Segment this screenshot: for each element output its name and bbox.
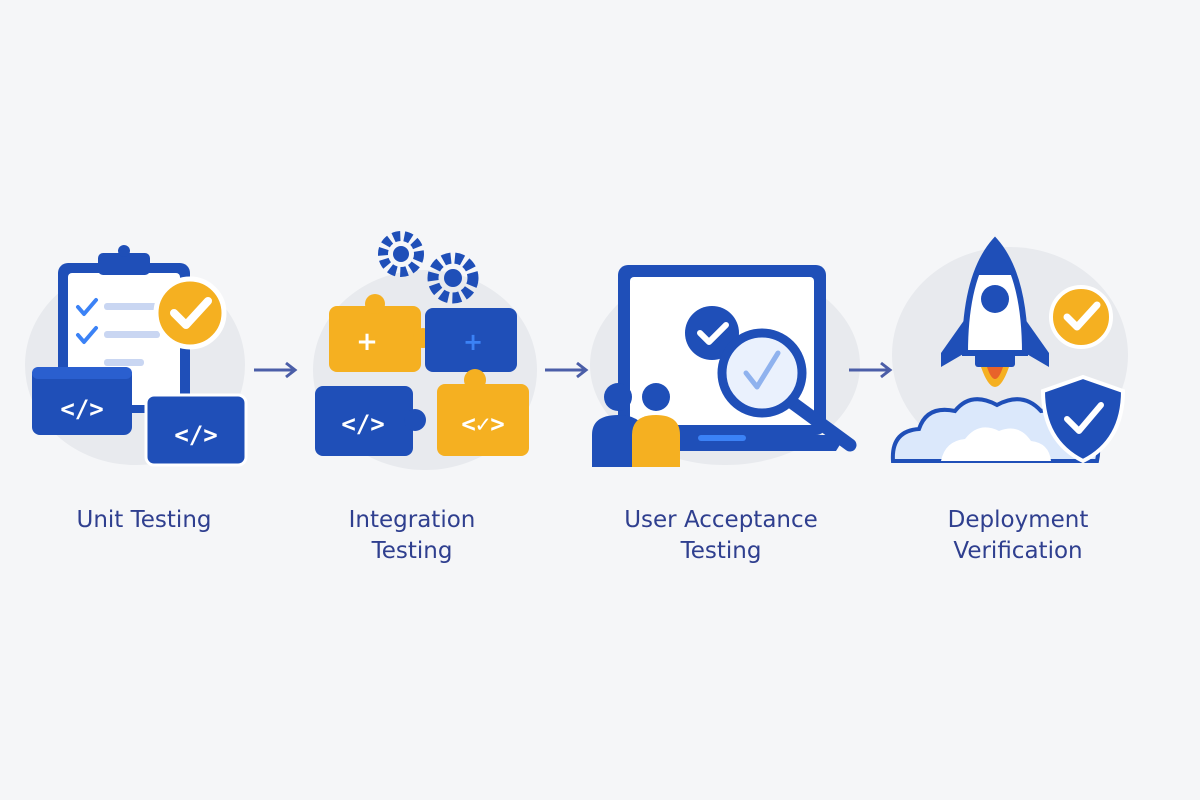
gear-icon bbox=[378, 231, 424, 277]
stage-label-unit-testing: Unit Testing bbox=[14, 505, 274, 536]
flow-arrow bbox=[849, 361, 893, 379]
flow-arrow bbox=[545, 361, 589, 379]
rocket-icon bbox=[941, 236, 1049, 387]
stage-label-user-acceptance-testing: User Acceptance Testing bbox=[591, 505, 851, 567]
stage-label-line: Verification bbox=[953, 538, 1083, 564]
user-acceptance-illustration bbox=[590, 265, 860, 467]
svg-text:</>: </> bbox=[174, 421, 217, 449]
stage-label-line: Integration bbox=[348, 507, 476, 533]
flow-arrow bbox=[254, 361, 298, 379]
svg-text:+: + bbox=[356, 327, 378, 357]
deployment-verification-illustration bbox=[890, 236, 1128, 464]
stage-label-deployment-verification: Deployment Verification bbox=[888, 505, 1148, 567]
users-icon bbox=[592, 383, 680, 467]
svg-text:<✓>: <✓> bbox=[461, 410, 504, 438]
magnifier-icon bbox=[717, 328, 857, 452]
checkmark-circle-icon bbox=[685, 306, 739, 360]
svg-text:</>: </> bbox=[341, 410, 384, 438]
integration-testing-illustration: + + </> <✓> bbox=[313, 231, 537, 470]
shield-check-icon bbox=[1040, 374, 1126, 464]
gear-icon bbox=[427, 252, 479, 304]
stage-label-line: Testing bbox=[680, 538, 762, 564]
stage-label-line: Testing bbox=[371, 538, 453, 564]
stage-label-line: Unit Testing bbox=[76, 507, 212, 533]
unit-testing-illustration: </> </> bbox=[25, 245, 248, 467]
stage-label-line: User Acceptance bbox=[624, 507, 818, 533]
stage-label-integration-testing: Integration Testing bbox=[282, 505, 542, 567]
code-window-icon: </> bbox=[144, 393, 248, 467]
svg-text:+: + bbox=[463, 328, 483, 356]
check-badge-icon bbox=[153, 276, 227, 350]
check-badge-icon bbox=[1049, 285, 1113, 349]
svg-text:</>: </> bbox=[60, 395, 103, 423]
code-window-icon: </> bbox=[32, 367, 132, 435]
puzzle-pieces-icon: + + </> <✓> bbox=[315, 294, 529, 456]
stage-label-line: Deployment bbox=[947, 507, 1089, 533]
